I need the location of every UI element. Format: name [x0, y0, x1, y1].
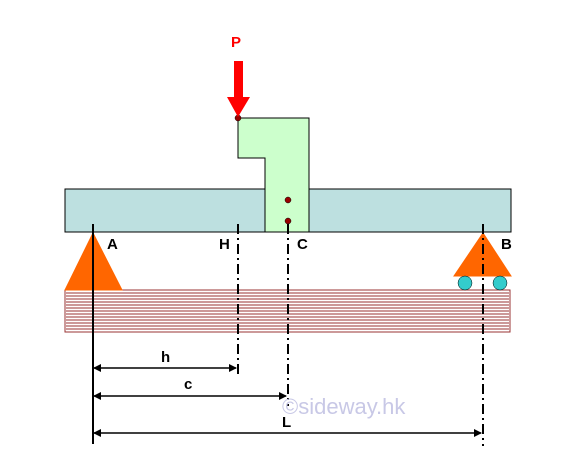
load-arrow — [227, 61, 250, 117]
bracket-dot-upper — [284, 196, 292, 204]
bracket-dot-lower — [284, 217, 292, 225]
roller-left — [457, 275, 473, 291]
support-b-roller — [453, 232, 512, 291]
support-a-label: A — [107, 236, 118, 253]
dim-h-label: h — [161, 349, 170, 366]
load-label: P — [231, 34, 241, 51]
watermark: ©sideway.hk — [282, 394, 406, 419]
bracket — [237, 117, 310, 233]
point-h-label: H — [219, 236, 230, 253]
roller-right — [492, 275, 508, 291]
point-c-label: C — [297, 236, 308, 253]
dim-c-label: c — [184, 376, 192, 393]
support-b-label: B — [501, 236, 512, 253]
dim-l-label: L — [282, 414, 291, 431]
